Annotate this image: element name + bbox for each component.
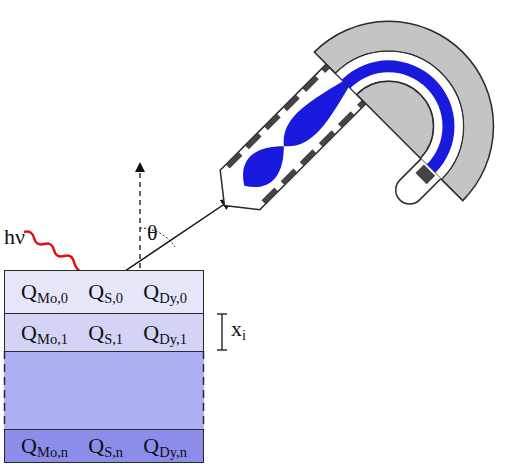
surface-normal bbox=[139, 163, 140, 268]
layer-quantity: QS,1 bbox=[88, 322, 123, 344]
photon-label: hν bbox=[4, 226, 25, 248]
lens-tube bbox=[205, 64, 366, 225]
photon-wave bbox=[24, 232, 82, 272]
layer-quantity: QMo,0 bbox=[21, 281, 68, 303]
electron-beam bbox=[342, 33, 482, 173]
layer-quantity: QS,0 bbox=[88, 281, 123, 303]
layer-quantity: QDy,1 bbox=[143, 322, 187, 344]
sample-layer: QMo,1 QS,1 QDy,1 bbox=[4, 313, 204, 352]
angle-label: θ bbox=[147, 222, 158, 244]
analyzer bbox=[193, 0, 521, 322]
electron-beam bbox=[233, 72, 358, 197]
inner-hemisphere bbox=[357, 63, 452, 158]
layer-quantity: QS,n bbox=[88, 435, 123, 457]
thickness-label: xi bbox=[231, 318, 246, 340]
sample-layer: QMo,n QS,n QDy,n bbox=[4, 429, 204, 463]
sample-layer: QMo,0 QS,0 QDy,0 bbox=[4, 270, 204, 314]
thickness-bracket bbox=[217, 314, 227, 350]
layer-quantity: QDy,n bbox=[143, 435, 187, 457]
bulk-edge bbox=[4, 351, 6, 430]
layer-quantity: QMo,n bbox=[21, 435, 68, 457]
detector bbox=[415, 165, 435, 185]
layer-quantity: QMo,1 bbox=[21, 322, 68, 344]
bulk-band bbox=[4, 351, 204, 430]
bulk-edge bbox=[203, 351, 205, 430]
lens-electrodes bbox=[228, 66, 364, 202]
detector-housing bbox=[390, 159, 441, 210]
layer-quantity: QDy,0 bbox=[143, 281, 187, 303]
analyzer-gap bbox=[335, 20, 494, 179]
